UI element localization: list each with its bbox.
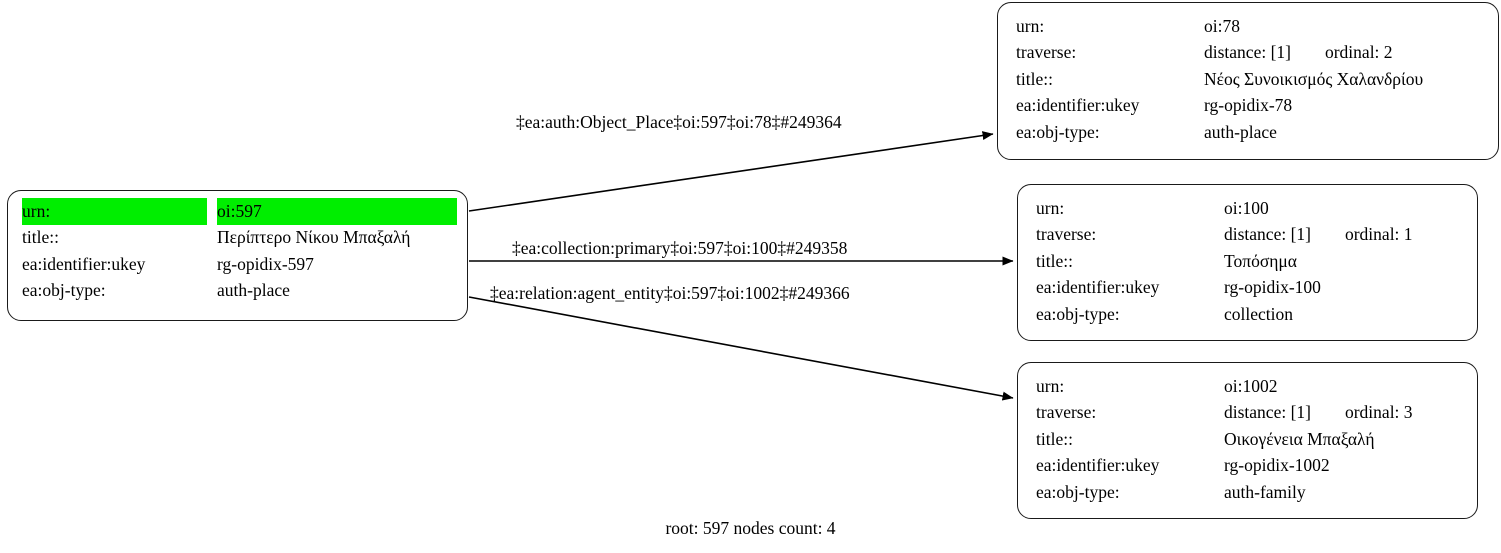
edge-label-oi597-oi100: ‡ea:collection:primary‡oi:597‡oi:100‡#24… (512, 238, 848, 258)
edge-line-oi597-oi78 (468, 131, 994, 212)
table-row: title:: Νέος Συνοικισμός Χαλανδρίου (1016, 66, 1484, 93)
node-oi1002[interactable]: urn: oi:1002 traverse: distance: [1] ordi… (1017, 362, 1478, 519)
row-value: Τοπόσημα (1224, 248, 1463, 275)
row-key: ea:identifier:ukey (1036, 277, 1160, 297)
row-value: distance: [1] ordinal: 3 (1224, 400, 1463, 427)
row-value-main: auth-family (1224, 481, 1306, 502)
row-value-main: oi:100 (1224, 197, 1269, 218)
graph-caption: root: 597 nodes count: 4 (665, 518, 836, 538)
row-key: ea:obj-type: (1036, 303, 1120, 324)
table-row: title:: Τοπόσημα (1036, 248, 1463, 275)
row-key: ea:obj-type: (22, 280, 106, 300)
node-oi78[interactable]: urn: oi:78 traverse: distance: [1] ordina… (997, 2, 1499, 160)
row-value: collection (1224, 301, 1463, 328)
row-key: traverse: (1036, 224, 1097, 244)
row-value-main: distance: [1] (1204, 42, 1291, 62)
row-value-main: Οικογένεια Μπαξαλή (1224, 428, 1375, 449)
row-value-ordinal: ordinal: 2 (1324, 42, 1393, 62)
row-value-main: oi:78 (1204, 15, 1240, 36)
row-value: distance: [1] ordinal: 1 (1224, 222, 1463, 249)
row-key: ea:obj-type: (1016, 121, 1100, 142)
root-node-table: urn: oi:597 title:: Περίπτερο Νίκου Μπαξ… (22, 198, 457, 304)
row-key: urn: (1036, 197, 1065, 218)
table-row: ea:obj-type: auth-family (1036, 479, 1463, 506)
row-spacer (207, 225, 217, 252)
row-value: auth-family (1224, 479, 1463, 506)
node-oi100[interactable]: urn: oi:100 traverse: distance: [1] ordin… (1017, 184, 1478, 341)
row-spacer (207, 278, 217, 305)
row-value: Νέος Συνοικισμός Χαλανδρίου (1204, 66, 1484, 93)
row-value-ordinal: ordinal: 1 (1344, 224, 1413, 244)
table-row: ea:identifier:ukey rg-opidix-100 (1036, 275, 1463, 302)
row-value: auth-place (1204, 119, 1484, 146)
row-value: oi:597 (217, 198, 457, 225)
row-value: Οικογένεια Μπαξαλή (1224, 426, 1463, 453)
row-key: urn: (1016, 15, 1045, 36)
row-spacer (207, 251, 217, 278)
table-row: urn: oi:1002 (1036, 373, 1463, 400)
table-row: urn: oi:597 (22, 198, 457, 225)
table-row: title:: Οικογένεια Μπαξαλή (1036, 426, 1463, 453)
row-key: traverse: (1016, 42, 1077, 62)
table-row: ea:obj-type: collection (1036, 301, 1463, 328)
row-key: urn: (1036, 375, 1065, 396)
row-key: title:: (1036, 250, 1073, 271)
edge-line-oi597-oi1002 (468, 296, 1014, 401)
row-value-main: oi:1002 (1224, 375, 1278, 396)
row-value: rg-opidix-78 (1204, 93, 1484, 120)
edge-label-oi597-oi1002: ‡ea:relation:agent_entity‡oi:597‡oi:1002… (490, 283, 850, 303)
node-oi78-table: urn: oi:78 traverse: distance: [1] ordina… (1016, 13, 1484, 146)
row-key: ea:obj-type: (1036, 481, 1120, 502)
row-key: ea:identifier:ukey (22, 253, 146, 274)
row-value: rg-opidix-100 (1224, 275, 1463, 302)
table-row: ea:obj-type: auth-place (1016, 119, 1484, 146)
row-key: traverse: (1036, 402, 1097, 422)
row-value: rg-opidix-1002 (1224, 453, 1463, 480)
table-row: urn: oi:100 (1036, 195, 1463, 222)
table-row: ea:identifier:ukey rg-opidix-597 (22, 251, 457, 278)
row-value-main: rg-opidix-100 (1224, 277, 1321, 297)
row-value: oi:100 (1224, 195, 1463, 222)
row-value-ordinal: ordinal: 3 (1344, 402, 1413, 422)
row-value: oi:1002 (1224, 373, 1463, 400)
table-row: ea:identifier:ukey rg-opidix-1002 (1036, 453, 1463, 480)
node-oi100-table: urn: oi:100 traverse: distance: [1] ordin… (1036, 195, 1463, 328)
table-row: title:: Περίπτερο Νίκου Μπαξαλή (22, 225, 457, 252)
row-value-main: distance: [1] (1224, 224, 1311, 244)
row-value-main: rg-opidix-1002 (1224, 455, 1330, 475)
row-key: title:: (1036, 428, 1073, 449)
row-value: rg-opidix-597 (217, 253, 314, 274)
row-key: title:: (22, 227, 59, 247)
row-spacer (207, 198, 217, 225)
row-value: Περίπτερο Νίκου Μπαξαλή (217, 227, 411, 247)
node-oi1002-table: urn: oi:1002 traverse: distance: [1] ordi… (1036, 373, 1463, 506)
table-row: urn: oi:78 (1016, 13, 1484, 40)
row-value: oi:78 (1204, 13, 1484, 40)
row-value-main: distance: [1] (1224, 402, 1311, 422)
row-key: ea:identifier:ukey (1036, 455, 1160, 475)
table-row: traverse: distance: [1] ordinal: 3 (1036, 400, 1463, 427)
row-key: title:: (1016, 68, 1053, 89)
table-row: traverse: distance: [1] ordinal: 1 (1036, 222, 1463, 249)
table-row: traverse: distance: [1] ordinal: 2 (1016, 40, 1484, 67)
row-value-main: auth-place (1204, 121, 1277, 142)
row-key: ea:identifier:ukey (1016, 95, 1140, 115)
row-value-main: collection (1224, 303, 1294, 324)
row-value-main: Τοπόσημα (1224, 250, 1297, 271)
table-row: ea:obj-type: auth-place (22, 278, 457, 305)
row-value-main: rg-opidix-78 (1204, 95, 1293, 115)
edge-label-oi597-oi78: ‡ea:auth:Object_Place‡oi:597‡oi:78‡#2493… (516, 112, 842, 132)
table-row: ea:identifier:ukey rg-opidix-78 (1016, 93, 1484, 120)
row-value: distance: [1] ordinal: 2 (1204, 40, 1484, 67)
row-key: urn: (22, 198, 207, 225)
root-node-oi597[interactable]: urn: oi:597 title:: Περίπτερο Νίκου Μπαξ… (7, 190, 468, 321)
row-value: auth-place (217, 280, 290, 300)
row-value-main: Νέος Συνοικισμός Χαλανδρίου (1204, 68, 1424, 89)
